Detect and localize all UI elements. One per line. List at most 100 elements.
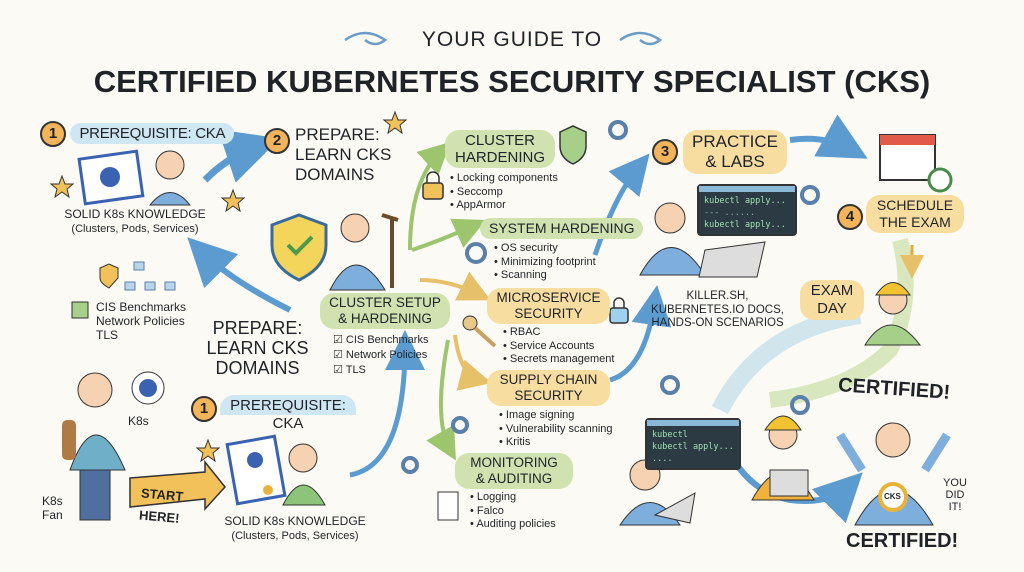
certificate-icon [225,434,287,506]
page-title: CERTIFIED KUBERNETES SECURITY SPECIALIST… [93,64,931,99]
exam-day-bubble: EXAM DAY [800,280,864,320]
boy-with-certificate [148,150,192,206]
list-item: Secrets management [503,353,615,367]
step-number: 1 [191,396,217,422]
list-item: Seccomp [450,186,558,200]
exam-woman [864,282,922,346]
lock-icon [422,125,629,324]
step-label: PREREQUISITE: CKA [70,123,235,145]
domain-list: RBACService AccountsSecrets management [503,326,615,367]
builder-boy [329,213,399,291]
domain-monitoring-auditing: MONITORING & AUDITING [455,453,573,489]
you-did-it-text: YOU DID IT! [943,477,967,513]
k8s-label: K8s [128,414,149,428]
list-item: CIS Benchmarks [333,333,429,348]
domain-list: LoggingFalcoAuditing policies [470,491,556,532]
step-number: 4 [837,204,863,230]
clipboard-icon [437,491,459,521]
knowledge-caption-bottom: SOLID K8s KNOWLEDGE (Clusters, Pods, Ser… [215,514,375,544]
domain-system-hardening: SYSTEM HARDENING [480,218,644,239]
caption-title: SOLID K8s KNOWLEDGE [64,207,206,221]
list-item: Falco [470,505,556,519]
hardhat-worker [751,415,815,501]
terminal-line: kubectl apply... [704,220,786,230]
practice-resources-caption: KILLER.SH, KUBERNETES.IO DOCS, HANDS-ON … [651,290,784,329]
checklist-item: CIS Benchmarks [96,300,187,314]
checkbox-icon [71,301,89,319]
list-item: Network Policies [333,348,428,363]
cluster-setup-pill: CLUSTER SETUP & HARDENING [320,293,450,329]
step4-number: 4 [837,204,863,230]
kubernetes-logo-icon [100,167,120,187]
terminal-line: kubectl apply... [704,196,786,206]
list-item: Logging [470,491,556,505]
list-item: Locking components [450,172,558,186]
step2-label: PREPARE: LEARN CKS DOMAINS [295,125,392,184]
arrow [453,334,492,391]
list-item: Auditing policies [470,518,556,532]
domain-supply-chain-security: SUPPLY CHAIN SECURITY [487,370,610,406]
arrow [592,153,650,256]
start-here-label: START HERE! [138,485,184,526]
caption-subtitle: (Clusters, Pods, Services) [71,223,199,235]
step1-prerequisite-top: 1 PREREQUISITE: CKA [40,121,235,147]
kubernetes-logo-icon [139,379,157,397]
start-arrow [129,459,226,511]
domain-list: Locking componentsSeccompAppArmor [450,172,558,213]
terminal-line: .... [652,454,673,464]
step1-number-bottom: 1 [191,396,217,422]
step4-label: SCHEDULE THE EXAM [866,195,964,233]
network-diagram-icon [99,261,176,291]
list-item: Kritis [499,436,613,450]
domain-cluster-hardening: CLUSTER HARDENING [445,130,555,168]
domain-microservice-security: MICROSERVICE SECURITY [487,288,610,324]
arrow [202,129,280,183]
caption-subtitle: (Clusters, Pods, Services) [231,530,359,542]
arrow [426,339,456,461]
step-number: 3 [652,139,678,165]
list-item: Scanning [494,269,596,283]
arrow [408,141,451,251]
k8s-fan-label: K8s Fan [42,494,63,522]
arrow [789,114,868,159]
calendar-icon [879,134,953,193]
arrow [419,271,491,301]
girl-with-certificate [282,443,326,506]
list-item: OS security [494,242,596,256]
key-icon [462,315,497,348]
domain-list: OS securityMinimizing footprintScanning [494,242,596,283]
certified-person [836,422,951,526]
swirl-left-icon [344,31,388,46]
list-item: Image signing [499,409,613,423]
arrow [411,218,486,252]
caption-title: SOLID K8s KNOWLEDGE [224,514,366,528]
cluster-setup-list: CIS Benchmarks Network Policies TLS [333,333,429,378]
step3-label: PRACTICE & LABS [683,130,787,174]
list-item: Service Accounts [503,340,614,354]
step-number: 2 [264,128,290,154]
laptop-boy [639,202,766,278]
k8s-fan-figure [62,372,126,521]
list-item: AppArmor [450,199,558,213]
cks-badge-label: CKS [884,492,901,501]
gear-icon [401,120,820,474]
checklist-item: TLS [96,328,119,342]
arrow [609,285,672,383]
star-icon [49,110,408,463]
swirl-right-icon [619,31,663,46]
terminal-line: --- ...... [704,208,756,218]
cks-badge [878,482,908,512]
step-number: 1 [40,121,66,147]
terminal-window: kubectl apply... --- ...... kubectl appl… [697,184,797,236]
list-item: RBAC [503,326,614,340]
step3-number: 3 [652,139,678,165]
list-item: Vulnerability scanning [499,423,613,437]
terminal-line: kubectl [652,430,688,440]
terminal-line: kubectl apply... [652,442,734,452]
step1-label-bottom: PREREQUISITE: CKA [220,395,356,435]
left-checklist: CIS Benchmarks Network Policies TLS [96,300,186,342]
prepare-heading: PREPARE: LEARN CKS DOMAINS [206,318,309,378]
checklist-item: Network Policies [96,314,185,328]
list-item: Minimizing footprint [494,256,596,270]
